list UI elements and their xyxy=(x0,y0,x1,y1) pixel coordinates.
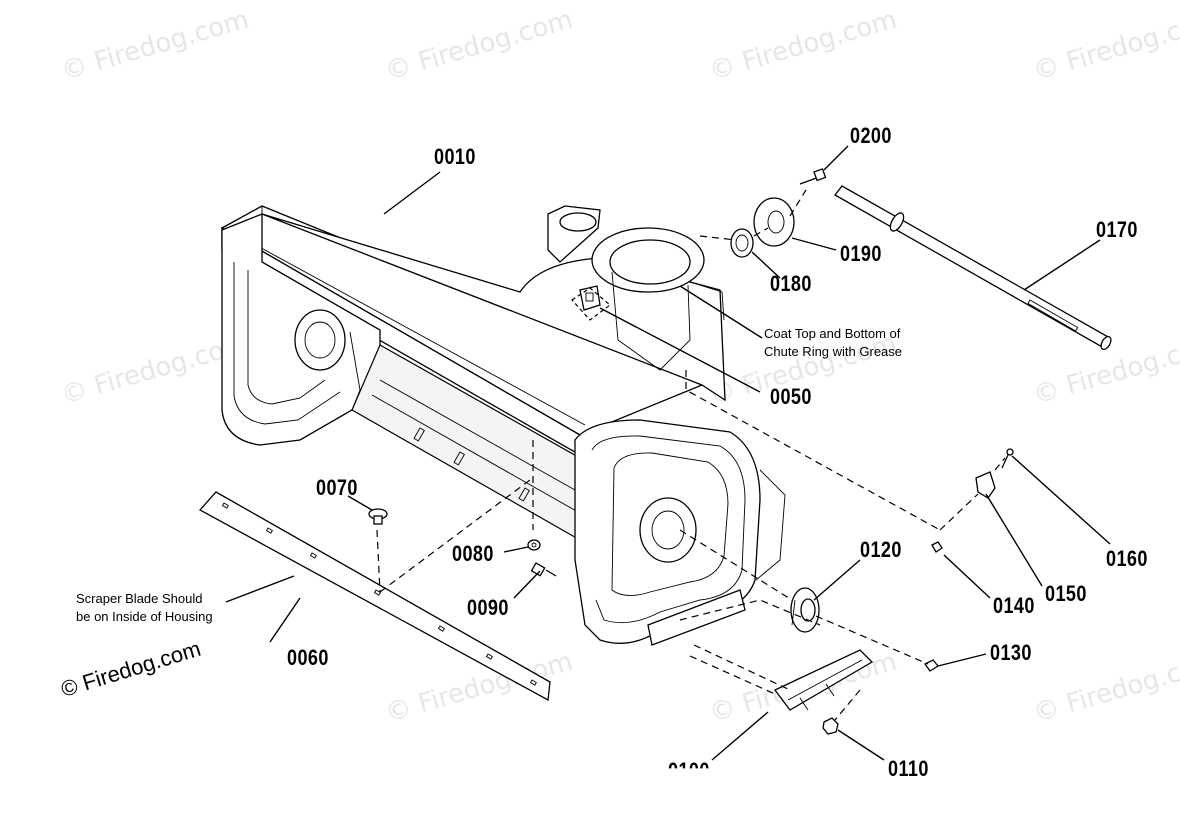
callout-0060: 0060 xyxy=(287,645,329,670)
callout-0070: 0070 xyxy=(316,475,358,500)
callout-0050: 0050 xyxy=(770,384,812,409)
wing-bracket-0150 xyxy=(975,471,996,499)
chute-bracket xyxy=(571,285,611,321)
callout-0090: 0090 xyxy=(467,595,509,620)
nut-0110 xyxy=(822,717,839,735)
callout-0100: 0100 xyxy=(668,758,710,783)
nut-0140 xyxy=(931,541,943,553)
bearing-0180 xyxy=(730,228,754,258)
scraper-blade xyxy=(198,491,551,702)
drive-shaft-0170 xyxy=(834,185,1112,351)
callout-0080: 0080 xyxy=(452,541,494,566)
flange-0190 xyxy=(753,197,795,247)
bolt-0160 xyxy=(1001,448,1014,469)
callout-0200: 0200 xyxy=(850,123,892,148)
bolt-0090 xyxy=(530,562,557,577)
leader-lines xyxy=(225,145,1111,761)
auger-housing xyxy=(220,205,786,646)
bolt-0130 xyxy=(924,659,939,672)
callout-0180: 0180 xyxy=(770,271,812,296)
callout-0010: 0010 xyxy=(434,144,476,169)
scraper-note: Scraper Blade Should be on Inside of Hou… xyxy=(76,590,213,626)
skid-shoe-0100 xyxy=(774,649,874,711)
grease-note-line2: Chute Ring with Grease xyxy=(764,344,903,359)
grease-note-line1: Coat Top and Bottom of xyxy=(764,326,901,341)
nut-0080 xyxy=(527,539,541,551)
callout-0130: 0130 xyxy=(990,640,1032,665)
screw-0200 xyxy=(799,168,827,185)
callout-0170: 0170 xyxy=(1096,217,1138,242)
bearing-flange-0120 xyxy=(790,587,820,633)
callout-0190: 0190 xyxy=(840,241,882,266)
callout-0110: 0110 xyxy=(888,756,929,781)
carriage-bolt-0070 xyxy=(368,508,388,525)
callout-0160: 0160 xyxy=(1106,546,1148,571)
callout-0140: 0140 xyxy=(993,593,1035,618)
grease-note: Coat Top and Bottom of Chute Ring with G… xyxy=(764,325,902,361)
scraper-note-line2: be on Inside of Housing xyxy=(76,609,213,624)
callout-0120: 0120 xyxy=(860,537,902,562)
assembly-lines xyxy=(376,189,1006,721)
callout-0150: 0150 xyxy=(1045,581,1087,606)
scraper-note-line1: Scraper Blade Should xyxy=(76,591,203,606)
